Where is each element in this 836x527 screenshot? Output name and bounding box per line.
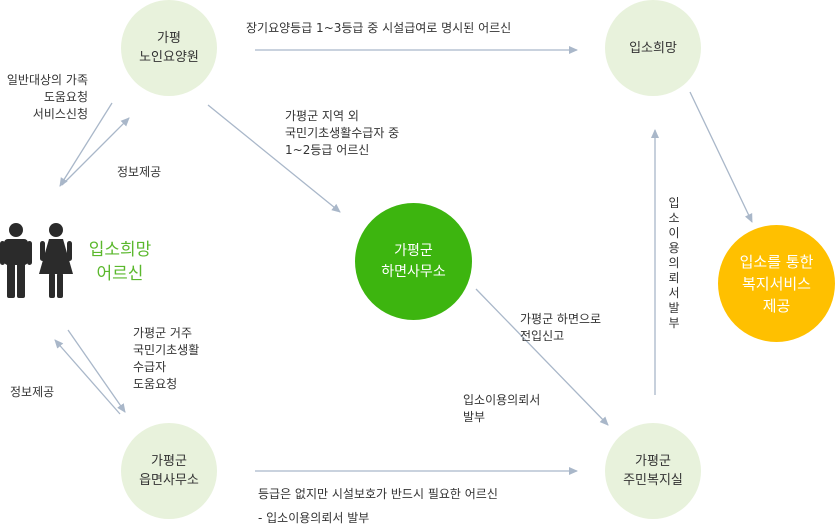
label-outside-region: 가평군 지역 외 국민기초생활수급자 중 1~2등급 어르신 [285, 109, 400, 157]
arrow-wish-to-welfare [689, 91, 753, 223]
node-town-office: 가평군 읍면사무소 [121, 423, 217, 519]
node-admission-wish: 입소희망 [605, 0, 701, 96]
person-title: 입소희망 어르신 [88, 240, 152, 284]
label-bottom-arrow-2: - 입소이용의뢰서 발부 [258, 511, 370, 525]
arrow-nursing-to-district [207, 104, 341, 213]
arrow-nursing-to-person [59, 102, 113, 187]
label-bottom-arrow-1: 등급은 없지만 시설보호가 반드시 필요한 어르신 [258, 487, 498, 501]
arrow-family-to-nursing [61, 117, 130, 186]
person-male-icon [0, 223, 32, 298]
label-transfer: 가평군 하면으로 전입신고 [520, 312, 602, 343]
node-district-office: 가평군 하면사무소 [355, 203, 472, 320]
node-community-center: 가평군 주민복지실 [605, 423, 701, 519]
label-residents: 가평군 거주 국민기초생활 수급자 도움요청 [133, 326, 200, 391]
label-vertical-issue: 입소이용의뢰서발부 [668, 196, 680, 330]
person-female-icon [39, 223, 73, 298]
arrow-district-to-center [475, 288, 609, 426]
node-welfare-service: 입소를 통한 복지서비스 제공 [718, 225, 835, 342]
label-info-lower: 정보제공 [10, 385, 55, 399]
arrow-person-to-town [67, 329, 126, 413]
label-issue-form: 입소이용의뢰서 발부 [463, 393, 541, 424]
arrow-town-to-person [54, 339, 121, 415]
label-general-family: 일반대상의 가족 도움요청 서비스신청 [6, 73, 88, 121]
label-top-arrow: 장기요양등급 1~3등급 중 시설급여로 명시된 어르신 [246, 21, 512, 35]
label-info-upper: 정보제공 [117, 165, 162, 179]
node-nursing-home: 가평 노인요양원 [121, 0, 217, 96]
